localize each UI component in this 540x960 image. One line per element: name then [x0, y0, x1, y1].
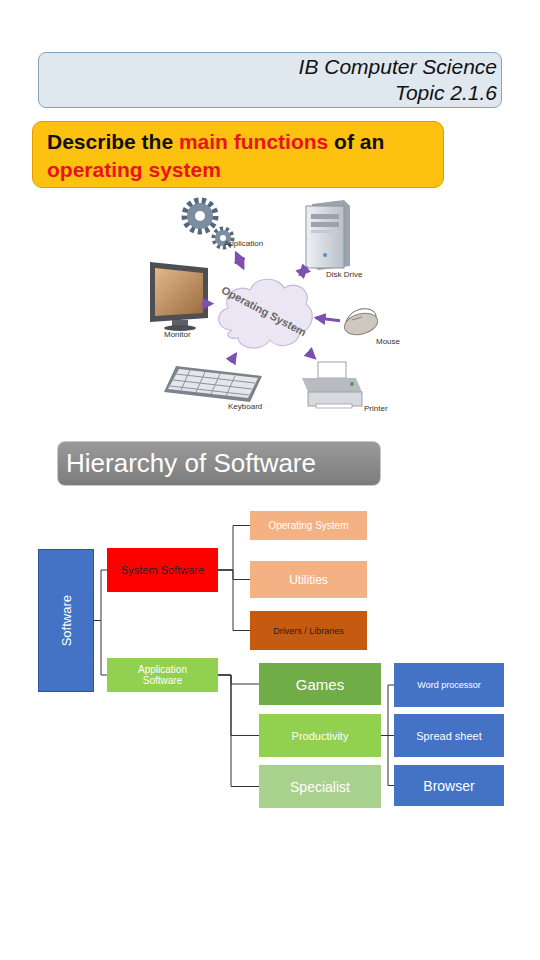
device-node: Mouse	[340, 303, 404, 347]
type-box: Games	[259, 663, 381, 705]
root-box: Software	[38, 549, 94, 692]
type-box: Drivers / Libraries	[250, 611, 367, 650]
node-text: Drivers / Libraries	[273, 626, 344, 636]
node-text: Hierarchy of Software	[66, 448, 316, 479]
type-box: Utilities	[250, 561, 367, 598]
node-text: Games	[296, 676, 344, 693]
question-word: main	[179, 130, 228, 153]
device-node: Disk Drive	[300, 198, 368, 282]
tree-connector	[218, 570, 250, 580]
io-arrow	[236, 253, 243, 268]
device-label: Disk Drive	[326, 270, 362, 279]
type-box: Operating System	[250, 511, 367, 540]
topic-header: IB Computer ScienceTopic 2.1.6	[38, 52, 502, 108]
node-text: Application Software	[128, 664, 198, 686]
io-arrow	[300, 268, 306, 274]
question-box: Describe the main functions of an operat…	[32, 121, 444, 188]
device-node: Printer	[298, 358, 394, 416]
question-word: of	[334, 130, 354, 153]
node-text: Operating System	[268, 520, 348, 531]
node-text: Spread sheet	[416, 730, 481, 742]
node-text: Software	[59, 595, 74, 646]
mouse-icon	[342, 309, 380, 338]
tree-connector	[218, 526, 250, 571]
io-arrow	[310, 354, 314, 358]
tree-connector	[218, 675, 259, 684]
node-text: Browser	[423, 778, 474, 794]
device-label: Printer	[364, 404, 388, 413]
tower-icon	[306, 200, 350, 270]
question-word: functions	[234, 130, 329, 153]
os-cloud: Operating System	[212, 268, 316, 354]
node-text: System Software	[121, 564, 204, 576]
question-word: an	[360, 130, 385, 153]
category-box: Application Software	[107, 658, 218, 692]
device-node: Monitor	[146, 258, 212, 340]
example-box: Browser	[394, 765, 504, 806]
tree-connector	[94, 570, 107, 621]
node-text: Productivity	[292, 730, 349, 742]
question-word: the	[142, 130, 174, 153]
node-text: Topic 2.1.6	[395, 80, 497, 106]
device-label: Mouse	[376, 337, 400, 346]
example-box: Word processor	[394, 663, 504, 707]
question-word: operating	[47, 158, 143, 181]
question-word: system	[149, 158, 221, 181]
question-word: Describe	[47, 130, 136, 153]
node-text: Describe the main functions of an operat…	[47, 128, 433, 184]
tree-connector	[381, 685, 394, 736]
device-node: Keyboard	[164, 362, 264, 412]
tree-connector	[218, 675, 259, 787]
printer-icon	[302, 362, 362, 408]
type-box: Specialist	[259, 765, 381, 808]
io-arrow	[230, 354, 235, 362]
monitor-icon	[150, 262, 208, 331]
tree-connector	[218, 675, 259, 736]
tree-connector	[94, 621, 107, 676]
node-text: Specialist	[290, 779, 350, 795]
tree-connector	[218, 570, 250, 631]
device-node: Application	[176, 195, 268, 253]
node-text: Word processor	[417, 680, 480, 690]
category-box: System Software	[107, 548, 218, 592]
io-arrow	[316, 318, 340, 321]
keyboard-icon	[164, 366, 262, 402]
device-label: Application	[224, 239, 263, 248]
node-text: IB Computer Science	[299, 54, 497, 80]
node-text: Utilities	[289, 573, 328, 587]
example-box: Spread sheet	[394, 714, 504, 757]
node-text: Operating System	[198, 249, 330, 374]
tree-connector	[381, 736, 394, 786]
type-box: Productivity	[259, 714, 381, 757]
device-label: Keyboard	[228, 402, 262, 411]
device-label: Monitor	[164, 330, 191, 339]
section-banner: Hierarchy of Software	[57, 441, 381, 486]
